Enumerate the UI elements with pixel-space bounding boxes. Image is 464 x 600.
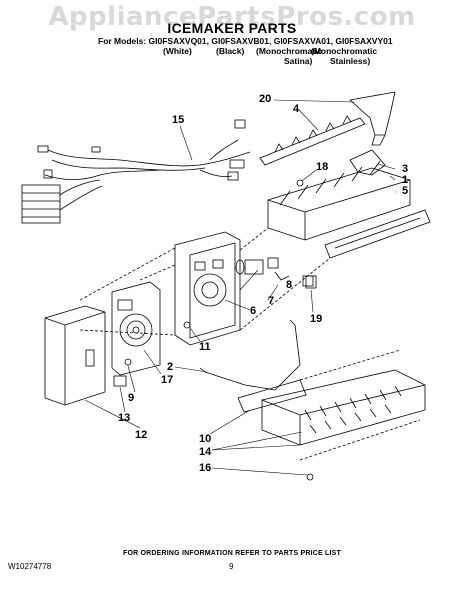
cover-hardware-drawing bbox=[113, 358, 132, 387]
screw-drawing bbox=[183, 321, 191, 329]
leader-lines bbox=[84, 99, 396, 476]
callout-6: 6 bbox=[250, 305, 257, 317]
callout-3: 3 bbox=[402, 163, 409, 175]
variant-stainless-line1: (Monochromatic bbox=[311, 46, 378, 56]
callout-17: 17 bbox=[161, 374, 174, 386]
document-number: W10274778 bbox=[8, 562, 52, 571]
motor-assembly-drawing bbox=[111, 281, 161, 376]
callout-14: 14 bbox=[199, 446, 212, 458]
callout-2: 2 bbox=[167, 361, 174, 373]
clip-and-screw-drawing bbox=[305, 275, 317, 481]
cover-drawing bbox=[44, 305, 106, 406]
callout-10: 10 bbox=[199, 433, 212, 445]
callout-16: 16 bbox=[199, 462, 212, 474]
callout-8: 8 bbox=[286, 279, 293, 291]
page-title: ICEMAKER PARTS bbox=[167, 20, 297, 36]
models-line: For Models: GI0FSAXVQ01, GI0FSAXVB01, GI… bbox=[98, 36, 393, 46]
callout-13: 13 bbox=[118, 412, 131, 424]
callout-4: 4 bbox=[293, 103, 300, 115]
projection-lines bbox=[79, 227, 421, 461]
callout-11: 11 bbox=[199, 341, 211, 353]
fill-cup-drawing bbox=[237, 379, 307, 413]
ordering-note: FOR ORDERING INFORMATION REFER TO PARTS … bbox=[122, 550, 342, 557]
callout-15: 15 bbox=[172, 114, 185, 126]
small-hardware-drawing bbox=[235, 179, 314, 287]
control-housing-drawing bbox=[174, 231, 241, 346]
callout-19: 19 bbox=[310, 313, 323, 325]
watermark: AppliancePartsPros.com bbox=[48, 2, 416, 32]
ice-chute-drawing bbox=[349, 91, 396, 146]
callout-7: 7 bbox=[268, 295, 275, 307]
heater-tray-drawing bbox=[261, 369, 426, 446]
page-number: 9 bbox=[229, 562, 234, 571]
callout-9: 9 bbox=[128, 392, 135, 404]
stripper-drawing bbox=[349, 149, 386, 176]
ice-mold-drawing bbox=[267, 160, 431, 259]
callout-1: 1 bbox=[402, 174, 409, 186]
callout-18: 18 bbox=[316, 161, 329, 173]
variant-white: (White) bbox=[163, 46, 192, 56]
callout-20: 20 bbox=[259, 93, 272, 105]
callout-12: 12 bbox=[135, 429, 148, 441]
wire-harness-drawing bbox=[21, 119, 251, 224]
callout-5: 5 bbox=[402, 185, 409, 197]
variant-satina-line2: Satina) bbox=[284, 56, 313, 66]
variant-black: (Black) bbox=[216, 46, 245, 56]
variant-stainless-line2: Stainless) bbox=[330, 56, 371, 66]
variant-satina-line1: (Monochromatic bbox=[256, 46, 323, 56]
ejector-drawing bbox=[259, 115, 366, 166]
